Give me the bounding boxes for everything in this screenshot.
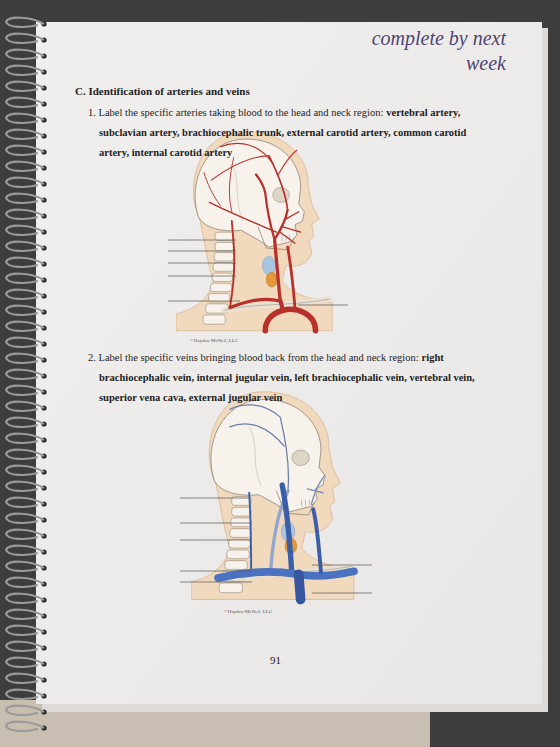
copyright-text: ©Hayden-McNeil, LLC — [190, 338, 238, 343]
binding-coil — [6, 690, 44, 699]
binding-coil — [6, 434, 44, 443]
binding-coil — [6, 34, 44, 43]
vein-figure — [191, 392, 354, 600]
question-item: 2. Label the specific veins bringing blo… — [88, 346, 491, 406]
binding-coil — [6, 274, 44, 283]
handwritten-note: complete by next week — [338, 26, 506, 76]
binding-coil — [6, 594, 44, 603]
binding-coil — [6, 482, 44, 491]
binding-coil — [6, 178, 44, 187]
binding-coil — [6, 338, 44, 347]
binding-coil — [6, 290, 44, 299]
question-text: 1. Label the specific arteries taking bl… — [88, 107, 383, 118]
binding-coil — [6, 306, 44, 315]
blank-label-lines — [168, 240, 372, 593]
binding-coil — [6, 146, 44, 155]
binding-coil — [6, 466, 44, 475]
binding-coil — [6, 514, 44, 523]
binding-coil — [6, 578, 44, 587]
binding-coil — [6, 130, 44, 139]
binding-coil — [6, 722, 44, 731]
binding-coil — [6, 258, 44, 267]
binding-coil — [6, 706, 44, 715]
spiral-binding — [6, 18, 47, 731]
binding-coil — [6, 66, 44, 75]
binding-coil — [6, 354, 44, 363]
binding-coil — [6, 386, 44, 395]
binding-coil — [6, 18, 44, 27]
binding-coil — [6, 82, 44, 91]
binding-coil — [6, 450, 44, 459]
binding-coil — [6, 226, 44, 235]
binding-coil — [6, 402, 44, 411]
copyright-note: ©Hayden-McNeil, LLC — [190, 327, 310, 347]
paper-page — [36, 22, 542, 704]
binding-coil — [6, 546, 44, 555]
page-number: 91 — [270, 654, 281, 666]
binding-coil — [6, 162, 44, 171]
binding-coil — [6, 658, 44, 667]
question-text: 2. Label the specific veins bringing blo… — [88, 352, 419, 363]
binding-coil — [6, 610, 44, 619]
binding-coil — [6, 562, 44, 571]
binding-coil — [6, 50, 44, 59]
binding-coil — [6, 98, 44, 107]
binding-coil — [6, 322, 44, 331]
binding-coil — [6, 194, 44, 203]
binding-coil — [6, 242, 44, 251]
binding-coil — [6, 674, 44, 683]
binding-coil — [6, 418, 44, 427]
section-heading: C. Identification of arteries and veins — [75, 85, 475, 97]
binding-coil — [6, 642, 44, 651]
binding-coil — [6, 210, 44, 219]
question-item: 1. Label the specific arteries taking bl… — [88, 101, 491, 161]
handwritten-note: complete by next week — [372, 27, 506, 74]
copyright-note: ©Hayden-McNeil, LLC — [224, 598, 344, 618]
copyright-text: ©Hayden-McNeil, LLC — [224, 609, 272, 614]
binding-coil — [6, 370, 44, 379]
binding-coil — [6, 498, 44, 507]
binding-coil — [6, 530, 44, 539]
page-number: 91 — [270, 649, 300, 669]
binding-coil — [6, 626, 44, 635]
binding-coil — [6, 114, 44, 123]
